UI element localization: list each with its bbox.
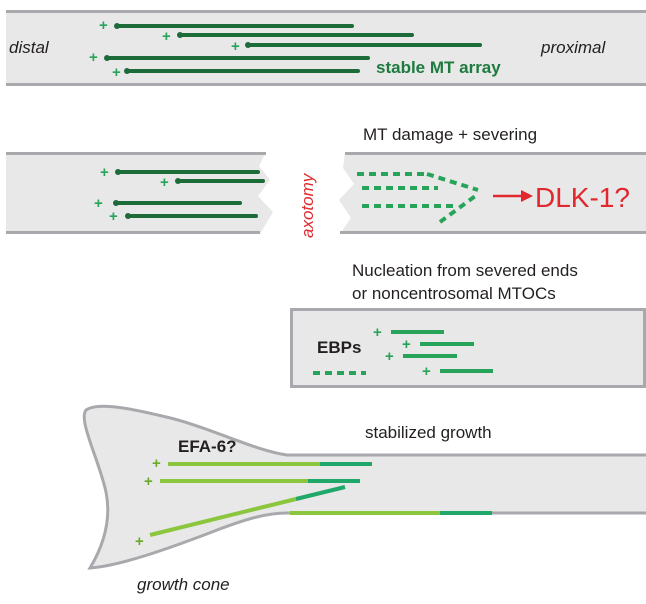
nucleation-title-line2: or noncentrosomal MTOCs (352, 284, 556, 303)
microtubule (149, 497, 297, 537)
microtubule-plus-end (113, 200, 119, 206)
nucleation-title-line1: Nucleation from severed ends (352, 261, 578, 280)
damage-title: MT damage + severing (363, 125, 537, 144)
plus-sign: + (89, 49, 98, 66)
distal-label: distal (9, 38, 50, 57)
proximal-label: proximal (540, 38, 606, 57)
stable-array-label: stable MT array (376, 58, 501, 77)
signal-arrow (493, 190, 533, 202)
severed-microtubules (357, 172, 480, 224)
plus-sign: + (100, 164, 109, 181)
severed-fragment (426, 172, 479, 192)
nascent-microtubules (313, 330, 493, 375)
microtubule-plus-end (104, 55, 110, 61)
plus-sign: + (402, 336, 411, 353)
plus-sign: + (422, 363, 431, 380)
panel-intact-axon: + + + + + distal proximal stable MT arra… (6, 10, 646, 86)
dlk1-label: DLK-1? (535, 182, 630, 213)
microtubule-plus-end (177, 32, 183, 38)
microtubule-growing-tip (295, 485, 346, 501)
plus-sign: + (385, 348, 394, 365)
plus-sign: + (109, 208, 118, 225)
plus-sign: + (152, 455, 161, 472)
arrow-head (521, 190, 533, 202)
growing-microtubules (149, 462, 492, 537)
axotomy-label: axotomy (298, 172, 317, 238)
growth-cone-label: growth cone (137, 575, 230, 594)
plus-sign: + (99, 17, 108, 34)
microtubule-plus-end (115, 169, 121, 175)
plus-sign: + (162, 28, 171, 45)
growth-title: stabilized growth (365, 423, 492, 442)
plus-sign: + (144, 473, 153, 490)
distal-stump-fill (6, 152, 273, 234)
panel-axotomy: MT damage + severing + + + + axotomy (6, 125, 646, 238)
ebps-label: EBPs (317, 338, 361, 357)
plus-sign: + (160, 174, 169, 191)
microtubule-plus-end (175, 178, 181, 184)
distal-microtubules (113, 169, 265, 219)
efa6-label: EFA-6? (178, 437, 237, 456)
microtubule-plus-end (245, 42, 251, 48)
plus-sign: + (94, 195, 103, 212)
axon-segment-intact (6, 10, 646, 86)
severed-fragment (438, 192, 480, 224)
panel-growth-cone: stabilized growth EFA-6? + + + growth co… (82, 404, 646, 594)
panel-nucleation: Nucleation from severed ends or noncentr… (290, 261, 646, 388)
stable-microtubules (104, 23, 482, 74)
microtubule-plus-end (114, 23, 120, 29)
growth-cone-outline (82, 404, 646, 570)
plus-sign: + (112, 64, 121, 81)
plus-sign: + (373, 324, 382, 341)
microtubule-plus-end (125, 213, 131, 219)
plus-sign: + (231, 38, 240, 55)
microtubule-plus-end (124, 68, 130, 74)
plus-sign: + (135, 533, 144, 550)
proximal-stump-fill (339, 152, 646, 234)
